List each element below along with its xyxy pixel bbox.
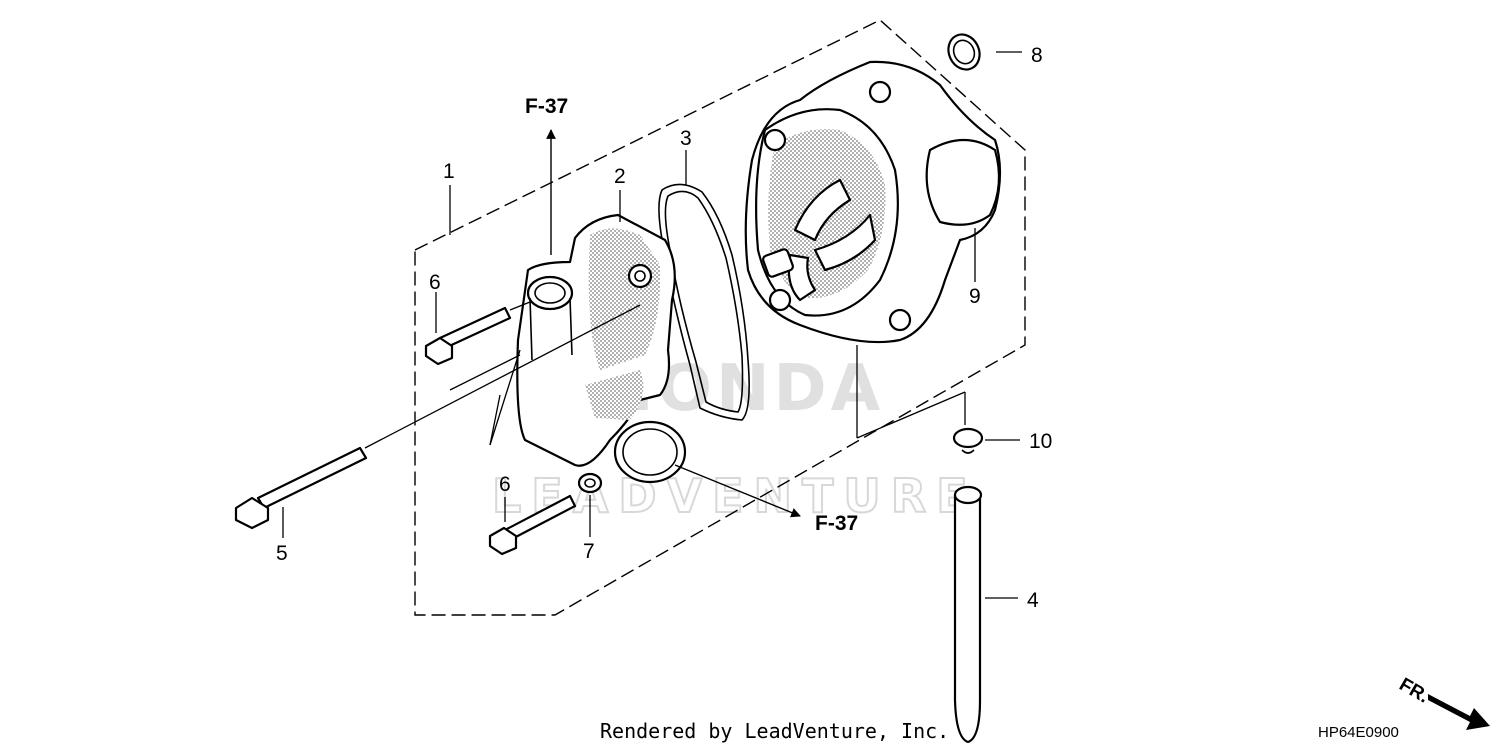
pump-cover-part[interactable] bbox=[516, 213, 687, 484]
callout-6-upper[interactable]: 6 bbox=[429, 271, 441, 294]
assembly-outline bbox=[414, 19, 1026, 616]
ref-f37-top[interactable]: F-37 bbox=[525, 95, 568, 118]
callout-5[interactable]: 5 bbox=[276, 542, 288, 565]
callout-3[interactable]: 3 bbox=[680, 127, 692, 150]
callout-10[interactable]: 10 bbox=[1029, 430, 1052, 453]
direction-label: FR. bbox=[1396, 674, 1433, 707]
callout-4[interactable]: 4 bbox=[1027, 589, 1039, 612]
watermark-leadventure: LEADVENTURE bbox=[492, 469, 978, 523]
leader-lines bbox=[282, 51, 1022, 599]
clip-part[interactable] bbox=[952, 427, 984, 454]
diagram-code: HP64E0900 bbox=[1318, 724, 1399, 741]
fr-arrow-icon bbox=[1428, 694, 1490, 730]
callout-1[interactable]: 1 bbox=[443, 160, 455, 183]
long-bolt-part[interactable] bbox=[234, 446, 368, 530]
pump-body-part[interactable] bbox=[744, 60, 1002, 344]
callout-8[interactable]: 8 bbox=[1031, 44, 1043, 67]
callout-9[interactable]: 9 bbox=[969, 285, 981, 308]
callout-6-lower[interactable]: 6 bbox=[499, 473, 511, 496]
callout-2[interactable]: 2 bbox=[614, 165, 626, 188]
ref-f37-bottom[interactable]: F-37 bbox=[815, 512, 858, 535]
washer-part[interactable] bbox=[577, 472, 603, 494]
footer-credit: Rendered by LeadVenture, Inc. bbox=[600, 719, 949, 743]
watermark: HONDA LEADVENTURE bbox=[491, 352, 978, 524]
hose-part[interactable] bbox=[953, 485, 983, 744]
o-ring-part[interactable] bbox=[943, 29, 985, 74]
bolt-part-lower[interactable] bbox=[488, 494, 577, 556]
reference-arrow-icon bbox=[546, 129, 801, 518]
bolt-part-upper[interactable] bbox=[424, 306, 512, 366]
callout-7[interactable]: 7 bbox=[583, 540, 595, 563]
